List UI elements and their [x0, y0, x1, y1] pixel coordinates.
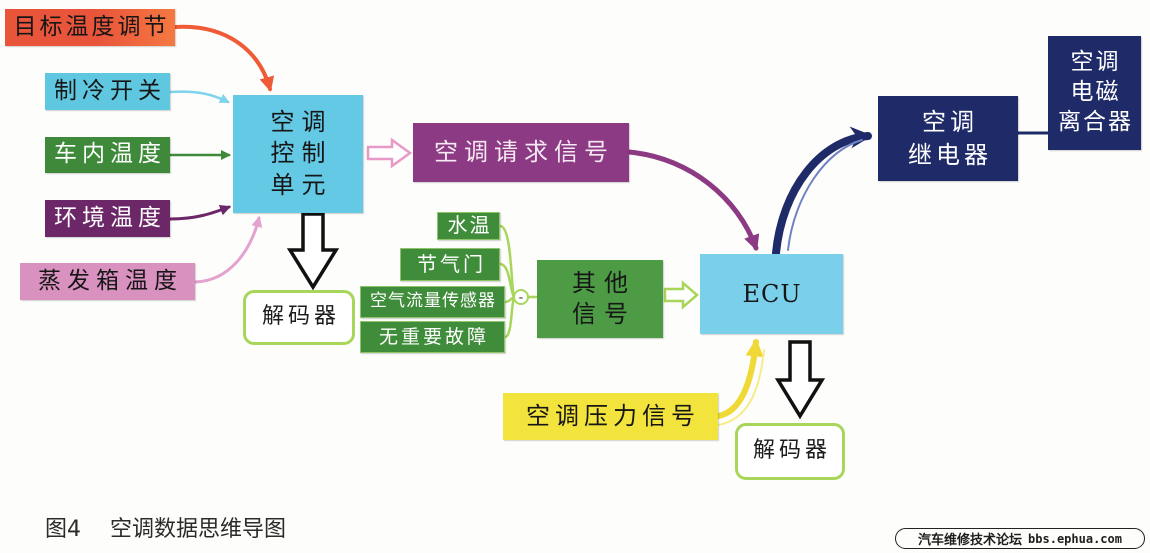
node-label: 制冷开关 [54, 77, 166, 104]
watermark: 汽车维修技术论坛 bbs.ephua.com [895, 528, 1145, 549]
node-label: 空调压力信号 [526, 402, 700, 431]
node-label: 目标温度调节 [13, 13, 170, 40]
mass-airflow-sensor-node: 空气流量传感器 [360, 286, 505, 318]
hollow-arrow-ecu-to-decoder [774, 340, 826, 420]
node-label: 解码器 [752, 438, 831, 464]
node-label-line: 信号 [572, 300, 636, 328]
bracket-junction [513, 289, 529, 305]
node-label-line: 继电器 [908, 140, 992, 169]
watermark-site-name: 汽车维修技术论坛 [918, 533, 1023, 548]
ecu-node: ECU [700, 254, 843, 334]
node-label: 车内温度 [54, 141, 166, 168]
ac-control-unit-node: 空调 控制 单元 [233, 95, 363, 213]
arrow-ac-switch-to-control-unit [168, 90, 230, 104]
ambient-temperature-node: 环境温度 [45, 200, 170, 237]
figure-title: 空调数据思维导图 [110, 517, 287, 542]
bracket-junction-symbol: - [519, 291, 524, 306]
no-major-fault-node: 无重要故障 [360, 321, 505, 353]
node-label: 节气门 [417, 251, 486, 276]
cabin-temperature-node: 车内温度 [45, 137, 170, 173]
node-label-line: 空调 [1070, 49, 1121, 76]
ac-pressure-signal-node: 空调压力信号 [503, 393, 718, 440]
node-label: 空调请求信号 [434, 138, 614, 167]
ac-relay-node: 空调 继电器 [878, 96, 1018, 181]
target-temperature-adjust-node: 目标温度调节 [5, 9, 175, 46]
ac-switch-node: 制冷开关 [45, 73, 170, 110]
ac-request-signal-node: 空调请求信号 [413, 123, 629, 182]
node-label-line: 电磁 [1070, 79, 1121, 106]
node-label: 无重要故障 [378, 325, 489, 348]
node-label-line: 控制 [270, 139, 333, 168]
arrow-target-temperature-to-control-unit [173, 24, 275, 92]
node-label-line: 其他 [572, 269, 636, 298]
arrow-ecu-to-relay [772, 126, 873, 257]
node-label: 空气流量传感器 [370, 291, 496, 312]
node-label-line: 空调 [922, 108, 978, 137]
figure-number: 图4 [45, 517, 81, 542]
bracket-no-major-fault [503, 295, 516, 339]
water-temperature-node: 水温 [437, 212, 500, 240]
figure-caption: 图4 空调数据思维导图 [45, 511, 286, 543]
node-label: 蒸发箱温度 [38, 267, 183, 294]
arrow-pressure-signal-to-ecu-highlight [717, 349, 765, 426]
arrow-ambient-temperature-to-control-unit [168, 204, 232, 221]
node-label: ECU [742, 279, 802, 308]
bracket-throttle [498, 262, 516, 299]
watermark-url: bbs.ephua.com [1028, 531, 1122, 546]
node-label: 解码器 [261, 304, 340, 330]
hollow-arrow-control-unit-to-request-signal [366, 137, 413, 169]
hollow-arrow-control-unit-to-decoder [286, 212, 340, 291]
evaporator-temperature-node: 蒸发箱温度 [20, 263, 195, 300]
arrow-pressure-signal-to-ecu [715, 338, 764, 419]
control-unit-decoder-node: 解码器 [243, 290, 355, 345]
arrow-request-signal-to-ecu [626, 149, 760, 252]
node-label-line: 离合器 [1058, 108, 1133, 135]
node-label-line: 单元 [270, 170, 333, 199]
arrow-evaporator-temperature-to-control-unit [193, 215, 263, 284]
other-signals-node: 其他 信号 [537, 260, 663, 338]
hollow-arrow-other-signals-to-ecu [663, 280, 699, 310]
node-label-line: 空调 [270, 108, 333, 137]
throttle-node: 节气门 [400, 248, 500, 281]
node-label: 环境温度 [54, 204, 166, 231]
node-label: 水温 [447, 213, 492, 238]
arrow-ecu-to-relay-highlight [787, 139, 863, 251]
ac-magnetic-clutch-node: 空调 电磁 离合器 [1048, 36, 1141, 150]
ecu-decoder-node: 解码器 [735, 423, 845, 480]
